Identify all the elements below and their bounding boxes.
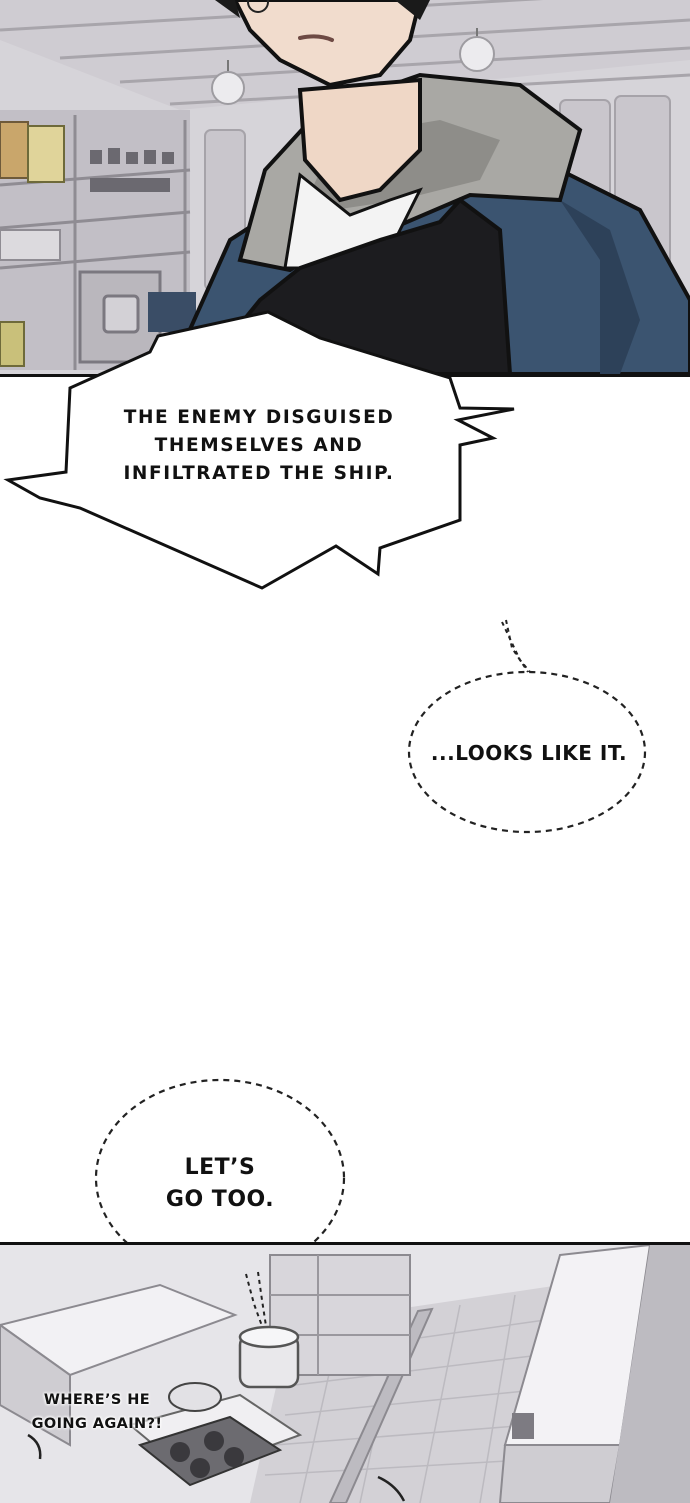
bottom-panel [0,1242,690,1503]
ceiling-lamp-left [211,60,245,105]
top-panel [0,0,690,377]
thought-bubble-2-text: LET’S GO TOO. [130,1152,310,1216]
rice-cooker [238,1325,300,1389]
background-dialogue: WHERE’S HE GOING AGAIN?! [22,1388,172,1436]
thought-line: ...LOOKS LIKE IT. [430,741,628,765]
thought-line: LET’S [184,1155,256,1180]
background-line: GOING AGAIN?! [31,1416,163,1432]
kitchen-overhead-illustration [0,1245,690,1503]
ceiling-lamp-right [459,28,495,72]
speech-line: THE ENEMY DISGUISED [123,407,395,428]
thought-bubble-1 [407,619,647,834]
thought-bubble-1-text: ...LOOKS LIKE IT. [420,738,638,768]
speech-line: INFILTRATED THE SHIP. [123,463,395,484]
kitchen-shelves [0,110,196,370]
speech-bubble-text: THE ENEMY DISGUISED THEMSELVES AND INFIL… [118,404,400,488]
thought-line: GO TOO. [165,1187,275,1212]
stove-top [127,1382,303,1487]
kitchen-character-illustration [0,0,690,374]
background-line: WHERE’S HE [43,1392,151,1408]
speech-line: THEMSELVES AND [154,435,364,456]
